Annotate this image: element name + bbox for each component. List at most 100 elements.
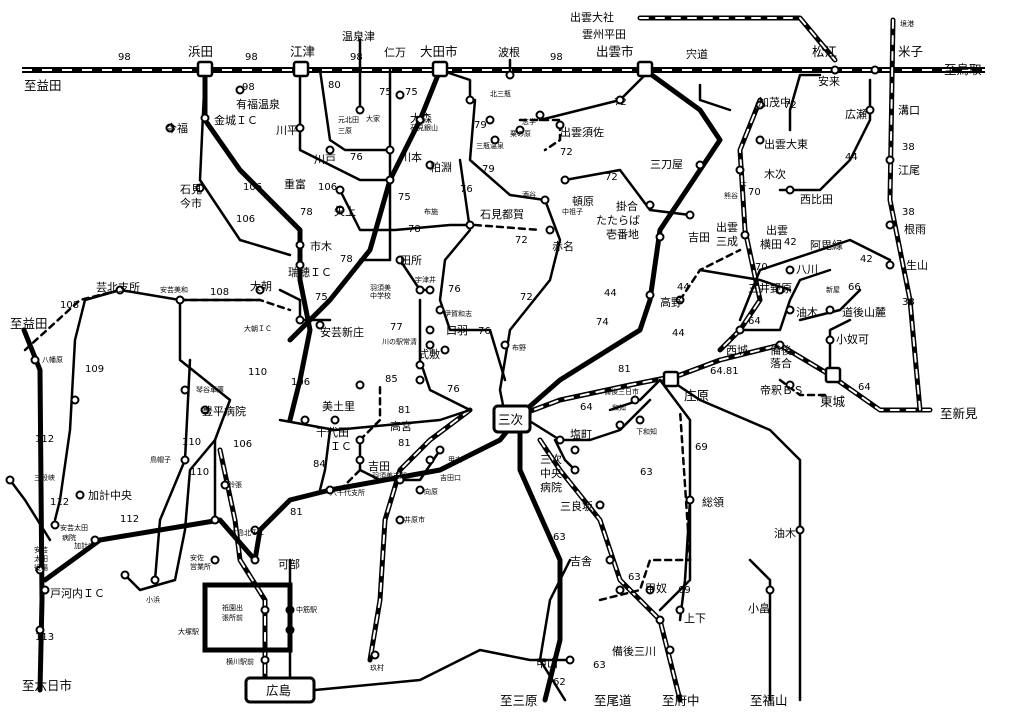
route-number-113: 113 [35, 632, 54, 643]
route-number-81: 81 [290, 507, 303, 518]
route-number-75: 75 [315, 292, 328, 303]
route-number-62: 62 [553, 677, 566, 688]
major-nodes [196, 60, 842, 388]
place-imafuku: 今福 [166, 121, 188, 135]
stop-label: 志学 [522, 117, 536, 126]
place-mirasaka: 三良坂 [560, 499, 593, 513]
stop-label: 伊賀和志 [444, 309, 472, 318]
route-number-98: 98 [350, 52, 363, 63]
stop-label: 熊谷 [724, 191, 738, 200]
route-number-66: 66 [848, 282, 861, 293]
stop-label: 境港 [900, 19, 914, 28]
hub-boxes [202, 404, 532, 704]
place-iwami-tsuga: 石見都賀 [480, 208, 524, 221]
place-yasugi: 安来 [818, 74, 840, 88]
stop-label: 八千代支所 [330, 488, 365, 497]
place-kakeya: 掛合 [616, 199, 638, 213]
stop-label: 大家 [366, 114, 380, 123]
place-izumo-yokota-2: 横田 [760, 237, 782, 251]
dashed-roads [23, 118, 832, 602]
route-number-85: 85 [385, 374, 398, 385]
stop-label: 大朝ＩＣ [244, 324, 272, 333]
place-neu: 根雨 [904, 222, 926, 236]
stop-label: 元北田 [338, 116, 359, 124]
place-yagami: 矢上 [334, 204, 356, 218]
place-iwami-imaichi-2: 今市 [180, 196, 202, 210]
place-yuki-2: 油木 [774, 526, 796, 540]
route-number-72: 72 [515, 235, 528, 246]
route-number-106: 106 [318, 182, 337, 193]
route-number-74: 74 [596, 317, 609, 328]
place-tatara-2: 壱番地 [606, 227, 639, 241]
route-number-76: 76 [478, 326, 491, 337]
route-number-72: 72 [605, 172, 618, 183]
route-number-64: 64 [748, 316, 761, 327]
stop-label: 広島北ＩＣ [230, 528, 265, 537]
direction-masuda-left: 至益田 [10, 316, 48, 331]
place-miyoshi-hosp: 三次 [540, 452, 562, 466]
place-ohmori: 大森 [410, 111, 432, 125]
place-shikijiki: 式敷 [418, 347, 440, 361]
place-izumo-suza: 出雲須佐 [560, 125, 604, 139]
place-kuchiba: 口羽 [446, 324, 468, 337]
place-takano: 高野 [660, 295, 682, 309]
route-number-108: 108 [60, 300, 79, 311]
stop-label: 下和知 [636, 427, 657, 436]
route-number-109: 109 [85, 364, 104, 375]
stop-label: 中祖子 [562, 207, 583, 216]
place-unshu-hirata: 雲州平田 [582, 28, 626, 41]
route-number-112: 112 [50, 497, 69, 508]
stop-label: 張所前 [222, 613, 243, 622]
place-abirei: 阿毘縁 [810, 238, 843, 252]
route-number-112: 112 [35, 434, 54, 445]
stop-label: 向原 [424, 487, 438, 496]
route-number-38: 38 [902, 297, 915, 308]
route-number-110: 110 [182, 437, 201, 448]
place-nima: 仁万 [384, 46, 406, 59]
route-number-70: 70 [748, 187, 761, 198]
route-number-42: 42 [860, 254, 873, 265]
route-number-75: 75 [405, 87, 418, 98]
stop-label: 安芸太田 [60, 523, 88, 532]
stop-label: 祇園出 [222, 603, 243, 612]
place-tonbara: 頓原 [572, 194, 594, 208]
route-number-81: 81 [618, 364, 631, 375]
stop-label: 酒谷 [522, 190, 536, 199]
place-yoshida-hiro: 吉田 [368, 460, 390, 473]
route-number-38: 38 [902, 142, 915, 153]
place-kawado: 川戸 [314, 153, 336, 166]
stop-label: 川の駅常清 [382, 337, 417, 346]
stop-label: 安佐 [190, 553, 204, 562]
expressways [21, 67, 723, 703]
stop-label: 石見銀山 [410, 123, 438, 132]
route-number-72: 72 [520, 292, 533, 303]
route-number-76: 76 [447, 384, 460, 395]
stop-label: 備後三日市 [604, 387, 639, 396]
place-kasubuchi: 粕淵 [430, 160, 452, 174]
city-yonago: 米子 [898, 44, 923, 59]
stop-label: 北三瓶 [490, 89, 511, 98]
direction-labels: 至益田 至鳥取 至益田 至新見 至六日市 至三原 至尾道 至府中 至福山 [10, 62, 982, 708]
place-chiyoda-ic-2: ＩＣ [330, 440, 352, 453]
city-izumo: 出雲市 [596, 44, 634, 59]
route-number-106: 106 [291, 377, 310, 388]
place-aki-shinjo: 安芸新庄 [320, 325, 364, 339]
route-number-75: 75 [398, 192, 411, 203]
rail-lines [217, 15, 933, 703]
stop-label: 大塚駅 [178, 627, 199, 636]
place-hirose: 広瀬 [845, 107, 867, 121]
route-number-63: 63 [553, 532, 566, 543]
stop-label: 三原 [338, 127, 352, 135]
city-gotsu: 江津 [290, 44, 315, 59]
route-number-98: 98 [242, 82, 255, 93]
place-teishaku: 帝釈ＢＳ [760, 383, 804, 397]
place-kake-chuo: 加計中央 [88, 488, 132, 502]
place-bingo-ochiai-2: 落合 [770, 356, 792, 370]
place-ohasa: 大朝 [250, 279, 272, 293]
place-konuka: 小奴可 [836, 332, 869, 346]
place-izumo-yokota: 出雲 [766, 223, 788, 237]
stop-label: 中筋駅 [296, 605, 317, 614]
stop-label: 役場 [34, 563, 48, 572]
place-kanagi-ic: 金城ＩＣ [214, 113, 258, 127]
